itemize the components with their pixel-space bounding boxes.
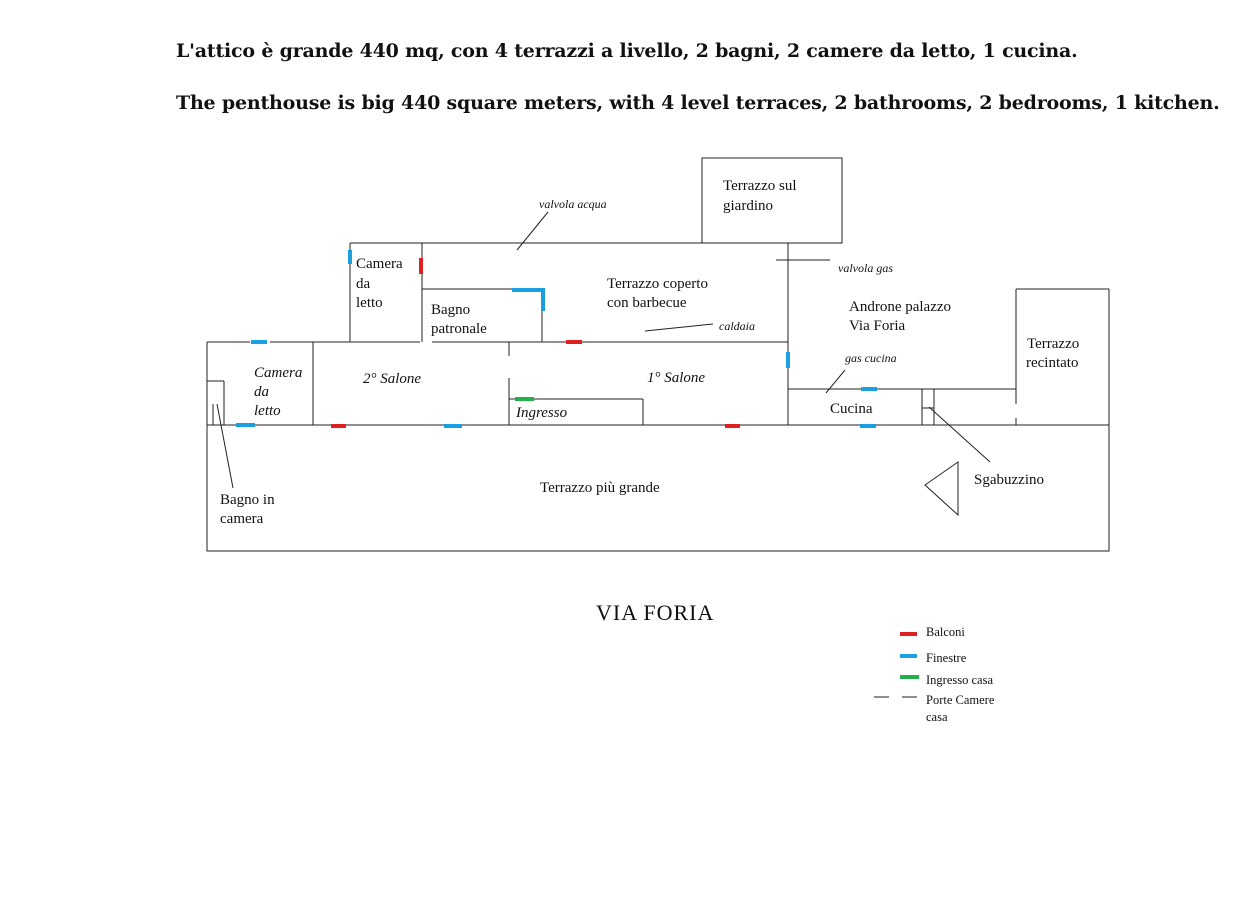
legend-finestre: Finestre — [926, 651, 967, 665]
balconies — [331, 258, 740, 428]
label-bagno-patronale: Bagno patronale — [431, 302, 487, 337]
label-terrazzo-recintato: Terrazzo recintato — [1026, 336, 1083, 371]
wall-terrazzo-giardino — [701, 157, 843, 244]
note-valvola-acqua: valvola acqua — [539, 197, 607, 211]
wall-sgabuzzino — [924, 461, 959, 517]
label-bagno-camera: Bagno in camera — [220, 492, 278, 527]
windows — [236, 250, 877, 428]
legend: Balconi Finestre Ingresso casa Porte Cam… — [874, 625, 998, 724]
wall-terrazzo-grande — [206, 424, 1110, 552]
label-sgabuzzino: Sgabuzzino — [974, 472, 1044, 488]
label-camera-letto-left: Camera da letto — [254, 365, 306, 419]
header-english: The penthouse is big 440 square meters, … — [176, 92, 1220, 114]
legend-ingresso: Ingresso casa — [926, 673, 993, 687]
window-marker — [512, 288, 545, 311]
label-terrazzo-giardino: Terrazzo sul giardino — [723, 178, 800, 214]
label-terrazzo-coperto: Terrazzo coperto con barbecue — [607, 276, 712, 311]
label-salone-2: 2° Salone — [363, 371, 421, 387]
label-camera-letto-top: Camera da letto — [356, 256, 406, 311]
label-salone-1: 1° Salone — [647, 370, 705, 386]
note-caldaia: caldaia — [719, 319, 755, 333]
label-ingresso: Ingresso — [515, 405, 568, 421]
street-label: VIA FORIA — [596, 600, 714, 625]
legend-balconi: Balconi — [926, 625, 965, 639]
label-androne: Androne palazzo Via Foria — [849, 299, 955, 334]
walls — [206, 157, 1110, 552]
leader-lines — [216, 211, 991, 489]
note-valvola-gas: valvola gas — [838, 261, 893, 275]
note-gas-cucina: gas cucina — [845, 351, 897, 365]
label-terrazzo-grande: Terrazzo più grande — [540, 480, 660, 496]
legend-porte: Porte Camere casa — [926, 693, 998, 724]
header-italian: L'attico è grande 440 mq, con 4 terrazzi… — [176, 40, 1078, 62]
label-cucina: Cucina — [830, 401, 873, 417]
